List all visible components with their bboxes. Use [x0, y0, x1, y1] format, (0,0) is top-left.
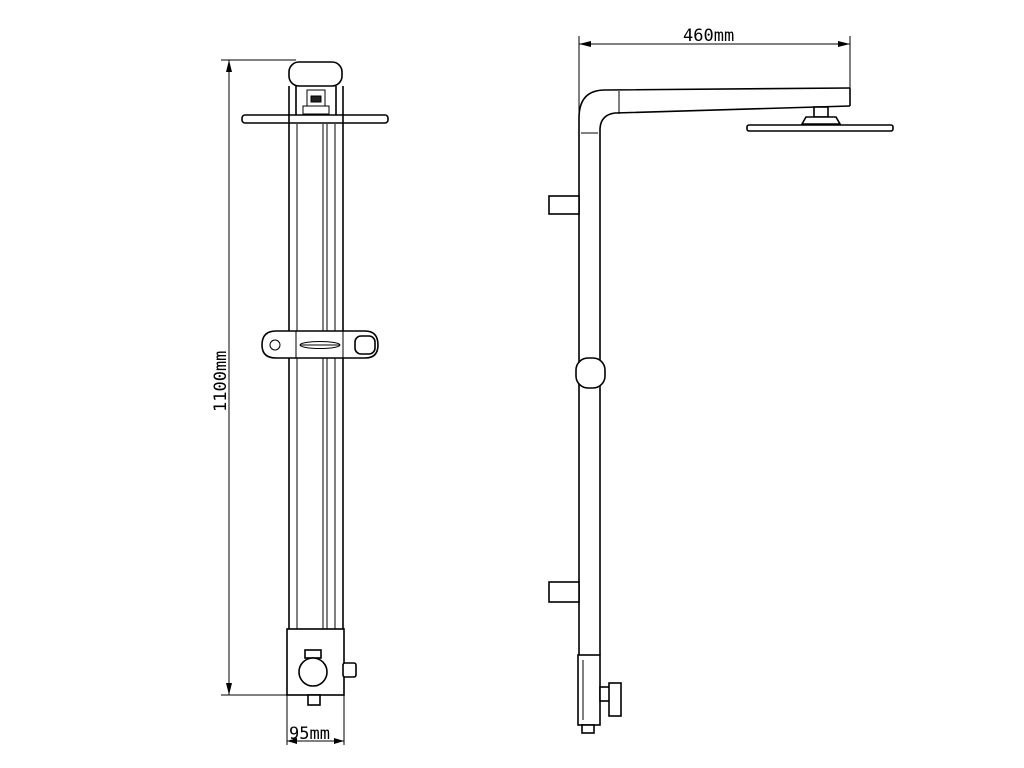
width-label: 95mm: [289, 724, 330, 744]
arm-label: 460mm: [683, 26, 734, 46]
width-dimension: 95mm: [286, 695, 345, 745]
top-cap: [288, 61, 343, 118]
wall-bracket-upper: [548, 195, 580, 215]
side-view: 460mm: [548, 26, 894, 734]
mixer-body-side: [577, 654, 622, 734]
height-label: 1100mm: [211, 351, 231, 412]
slider-knob-side: [575, 357, 606, 389]
overhead-shower-head-front: [241, 114, 389, 124]
arm-dimension: 460mm: [578, 26, 851, 118]
front-view: 1100mm: [211, 59, 389, 745]
slider-holder: [261, 330, 379, 359]
riser-with-arm: [578, 87, 851, 655]
wall-bracket-lower: [548, 581, 580, 603]
height-dimension: 1100mm: [211, 59, 296, 696]
mixer-body-front: [286, 628, 357, 706]
overhead-shower-head-side: [746, 106, 894, 132]
